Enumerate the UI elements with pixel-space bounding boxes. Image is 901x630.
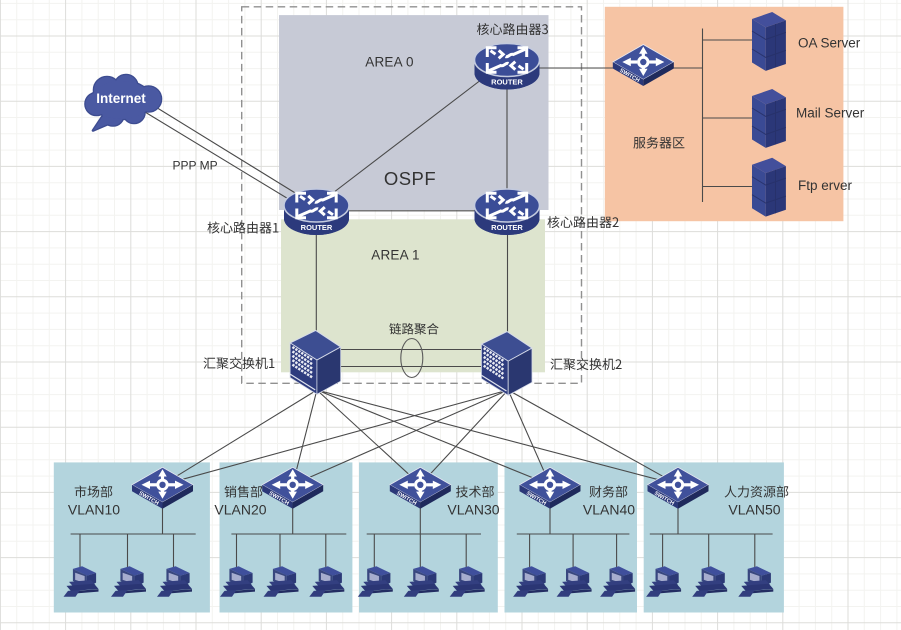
svg-text:Mail Server: Mail Server	[796, 106, 865, 121]
svg-text:OA Server: OA Server	[798, 36, 861, 51]
svg-text:OSPF: OSPF	[384, 168, 436, 189]
svg-text:VLAN10: VLAN10	[68, 502, 120, 518]
svg-text:VLAN30: VLAN30	[447, 502, 499, 518]
svg-text:Ftp erver: Ftp erver	[798, 178, 853, 193]
svg-text:PPP MP: PPP MP	[173, 159, 218, 173]
svg-text:VLAN50: VLAN50	[728, 502, 780, 518]
svg-text:AREA 0: AREA 0	[365, 55, 413, 70]
svg-text:AREA 1: AREA 1	[371, 248, 419, 263]
svg-text:VLAN20: VLAN20	[214, 502, 266, 518]
svg-text:VLAN40: VLAN40	[583, 502, 635, 518]
